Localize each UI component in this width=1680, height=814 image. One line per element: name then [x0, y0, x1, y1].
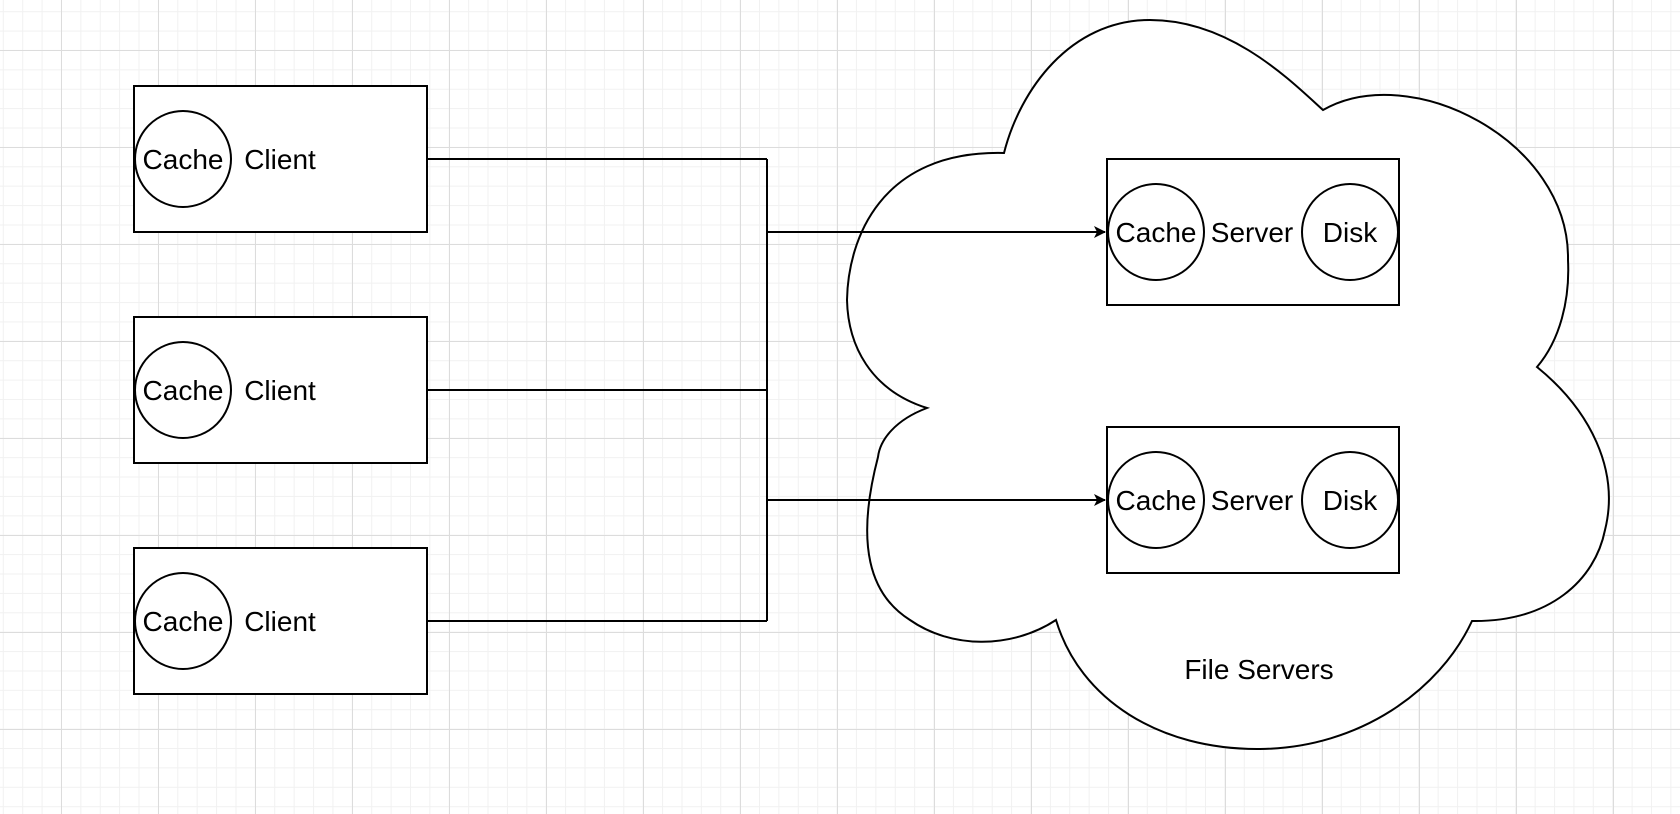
client-node[interactable]: Cache Client — [133, 85, 428, 233]
server-disk-circle — [1301, 451, 1399, 549]
server-node[interactable]: Cache Server Disk — [1106, 158, 1400, 306]
client-node[interactable]: Cache Client — [133, 547, 428, 695]
server-node[interactable]: Cache Server Disk — [1106, 426, 1400, 574]
client-cache-label: Cache — [143, 375, 224, 406]
client-cache-label: Cache — [143, 144, 224, 175]
server-disk-circle — [1301, 183, 1399, 281]
client-label: Client — [244, 606, 316, 637]
server-disk-label: Disk — [1323, 485, 1378, 516]
client-cache-label: Cache — [143, 606, 224, 637]
server-cache-label: Cache — [1116, 217, 1197, 248]
cloud-shape — [845, 18, 1610, 751]
server-cache-label: Cache — [1116, 485, 1197, 516]
client-cache-circle — [134, 572, 232, 670]
client-cache-circle — [134, 341, 232, 439]
client-label: Client — [244, 144, 316, 175]
client-cache-circle — [134, 110, 232, 208]
client-node[interactable]: Cache Client — [133, 316, 428, 464]
server-cache-circle — [1107, 183, 1205, 281]
file-servers-cloud[interactable]: File Servers — [845, 18, 1610, 751]
server-label: Server — [1211, 485, 1293, 516]
server-label: Server — [1211, 217, 1293, 248]
cloud-label: File Servers — [1184, 654, 1333, 685]
client-label: Client — [244, 375, 316, 406]
connectors — [427, 158, 1106, 622]
server-cache-circle — [1107, 451, 1205, 549]
server-disk-label: Disk — [1323, 217, 1378, 248]
